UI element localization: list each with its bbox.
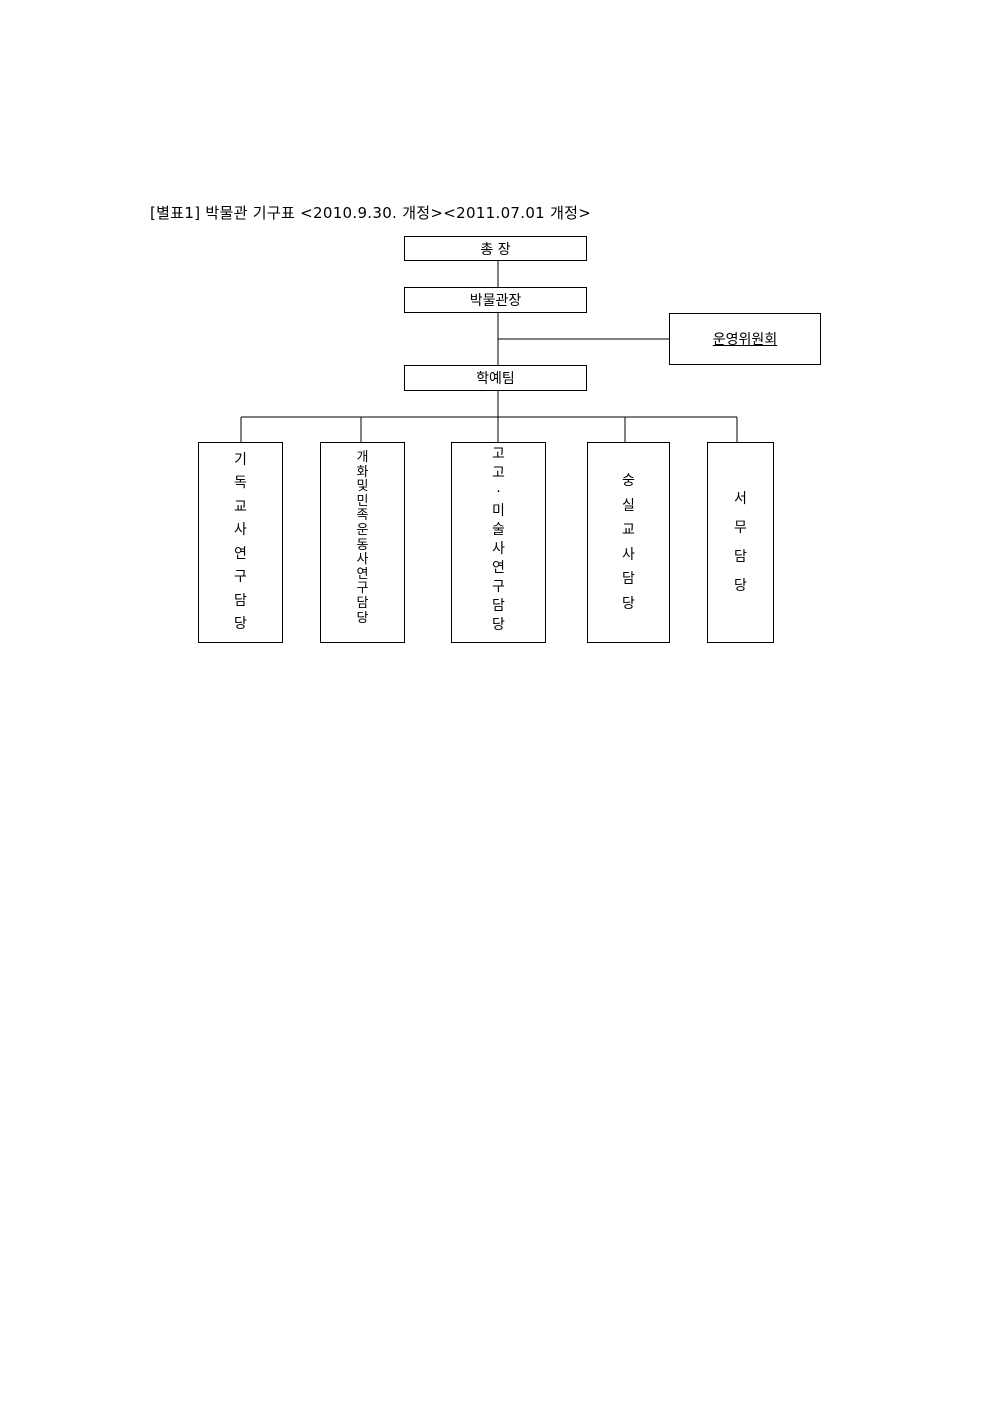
table-caption: [별표1] 박물관 기구표 <2010.9.30. 개정><2011.07.01…: [150, 204, 592, 222]
team-label: 학예팀: [476, 371, 515, 387]
division-soongsil-history: 숭 실 교 사 담 당: [587, 442, 670, 643]
president-box: 총 장: [404, 236, 587, 261]
committee-label: 운영위원회: [712, 332, 778, 348]
division-label: 숭 실 교 사 담 당: [622, 473, 635, 612]
committee-box: 운영위원회: [669, 313, 821, 365]
division-archaeology-art-history: 고 고 · 미 술 사 연 구 담 당: [451, 442, 546, 643]
division-label: 서 무 담 당: [734, 490, 747, 594]
division-label: 개 화 및 민 족 운 동 사 연 구 담 당: [356, 450, 369, 626]
division-christian-history: 기 독 교 사 연 구 담 당: [198, 442, 283, 643]
division-label: 고 고 · 미 술 사 연 구 담 당: [492, 446, 505, 633]
director-box: 박물관장: [404, 287, 587, 313]
director-label: 박물관장: [469, 293, 522, 309]
division-label: 기 독 교 사 연 구 담 당: [234, 451, 247, 633]
division-general-affairs: 서 무 담 당: [707, 442, 774, 643]
division-enlightenment-history: 개 화 및 민 족 운 동 사 연 구 담 당: [320, 442, 405, 643]
team-box: 학예팀: [404, 365, 587, 391]
president-label: 총 장: [480, 241, 511, 258]
